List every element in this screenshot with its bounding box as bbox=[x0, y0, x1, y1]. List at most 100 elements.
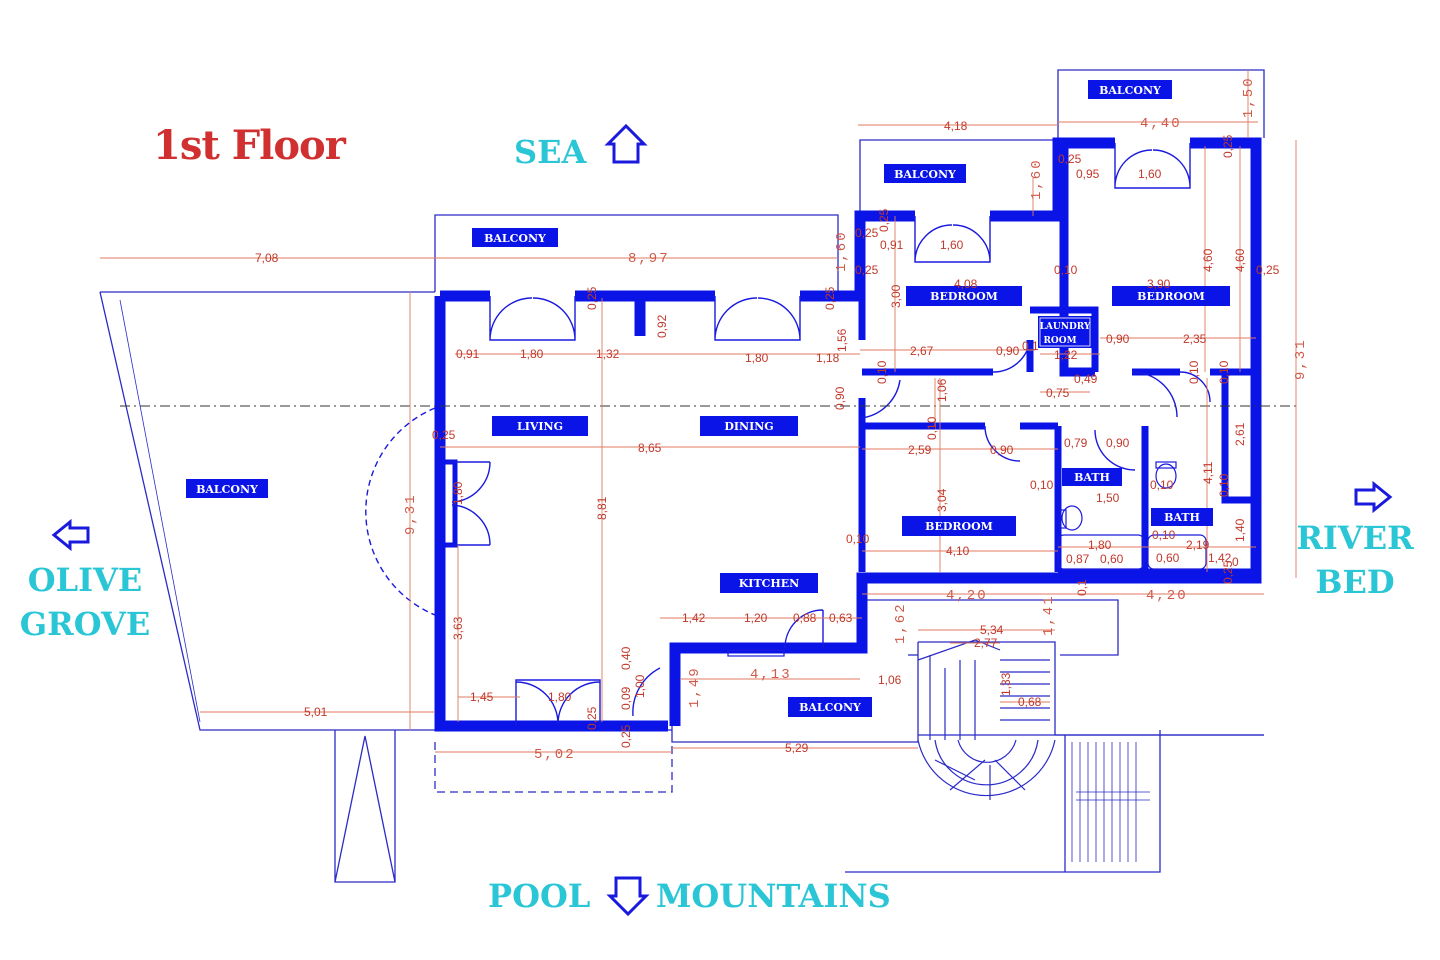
dim-0-60-a: 0,60 bbox=[1100, 552, 1124, 566]
dim-4-08: 4,08 bbox=[954, 277, 978, 291]
dim-2-61: 2,61 bbox=[1233, 422, 1247, 446]
dim-0-49: 0,49 bbox=[1074, 372, 1098, 386]
room-label-laundry: LAUNDRY ROOM bbox=[1038, 316, 1092, 348]
dim-0-60-b: 0,60 bbox=[1156, 551, 1180, 565]
dim-0-10-h: 0,10 bbox=[1217, 473, 1231, 497]
dim-0-25-g: 0,25 bbox=[1058, 152, 1082, 166]
bath-fixtures bbox=[727, 461, 1207, 657]
dim-0-25-a: 0,25 bbox=[432, 428, 456, 442]
room-label-balcony-top: BALCONY bbox=[1088, 80, 1172, 99]
dim-0-10-s: 0,10 bbox=[846, 532, 870, 546]
dim-1-00: 1,00 bbox=[633, 674, 647, 698]
dim-4-18: 4,18 bbox=[944, 119, 968, 133]
dim-0-90-b: 0,90 bbox=[1106, 332, 1130, 346]
room-label-bath-1: BATH bbox=[1062, 468, 1122, 486]
dim-4-20-a: 4,20 bbox=[946, 588, 988, 604]
dim-0-10-e: 0,10 bbox=[925, 416, 939, 440]
dim-0-91-b: 0,91 bbox=[456, 347, 480, 361]
dim-0-25-e: 0,25 bbox=[855, 263, 879, 277]
dim-4-60-b: 4,60 bbox=[1233, 248, 1247, 272]
dim-1-80-d: 1,80 bbox=[451, 481, 465, 505]
dim-1-62: 1,62 bbox=[893, 602, 909, 644]
direction-pool: POOL bbox=[488, 877, 591, 915]
dim-1-60-c: 1,60 bbox=[940, 238, 964, 252]
dim-7-08: 7,08 bbox=[255, 251, 279, 265]
dim-1-60-b: 1,60 bbox=[834, 230, 850, 272]
dim-0-40: 0,40 bbox=[619, 646, 633, 670]
room-label-kitchen: KITCHEN bbox=[720, 573, 818, 593]
dim-4-60-a: 4,60 bbox=[1201, 248, 1215, 272]
arrow-left-icon bbox=[51, 518, 90, 552]
dim-5-34: 5,34 bbox=[980, 623, 1004, 637]
dim-3-04: 3,04 bbox=[935, 488, 949, 512]
svg-text:BALCONY: BALCONY bbox=[196, 483, 258, 496]
dim-0-09: 0,09 bbox=[619, 686, 633, 710]
room-label-bedroom-2: BEDROOM bbox=[1112, 286, 1230, 306]
dim-1-60-a: 1,60 bbox=[1029, 158, 1045, 200]
dim-0-10-f: 0,10 bbox=[1187, 360, 1201, 384]
dim-0-90-e: 0,90 bbox=[1106, 436, 1130, 450]
dim-0-10-b: 0,10 bbox=[1152, 528, 1176, 542]
dim-4-11: 4,11 bbox=[1201, 461, 1215, 484]
dim-0-25-l: 0,25 bbox=[1221, 560, 1235, 584]
dim-5-01: 5,01 bbox=[304, 705, 328, 719]
dim-1-22: 1,22 bbox=[1054, 348, 1078, 362]
arrow-down-icon bbox=[606, 876, 650, 917]
room-label-balcony-north: BALCONY bbox=[472, 228, 558, 247]
dim-8-97: 8,97 bbox=[628, 251, 670, 267]
dim-1-42-a: 1,42 bbox=[1208, 551, 1232, 565]
dim-1-32: 1,32 bbox=[596, 347, 620, 361]
direction-sea: SEA bbox=[514, 133, 587, 171]
svg-text:BALCONY: BALCONY bbox=[1099, 84, 1161, 97]
dim-0-10: 0,10 bbox=[1030, 478, 1054, 492]
dim-0-79: 0,79 bbox=[1064, 436, 1088, 450]
dim-8-81: 8,81 bbox=[595, 496, 609, 520]
dim-0-1-b: 0,1 bbox=[1075, 579, 1089, 596]
dim-1-80-c: 1,80 bbox=[1088, 538, 1112, 552]
dim-4-10: 4,10 bbox=[946, 544, 970, 558]
dim-0-63: 0,63 bbox=[829, 611, 853, 625]
direction-mountains: MOUNTAINS bbox=[656, 877, 891, 915]
arrow-up-icon bbox=[604, 123, 648, 164]
room-labels: BALCONY BALCONY BALCONY BALCONY BALCONY … bbox=[186, 80, 1230, 717]
dim-1-60-d: 1,60 bbox=[1138, 167, 1162, 181]
svg-text:BEDROOM: BEDROOM bbox=[925, 520, 993, 533]
dim-0-25-j: 0,25 bbox=[585, 706, 599, 730]
dim-0-25-f: 0,25 bbox=[855, 226, 879, 240]
dim-3-00: 3,00 bbox=[889, 284, 903, 308]
dim-4-20-b: 4,20 bbox=[1146, 588, 1188, 604]
floor-title: 1st Floor bbox=[153, 122, 346, 169]
dim-9-31-b: 9,31 bbox=[1293, 338, 1309, 380]
svg-text:BALCONY: BALCONY bbox=[894, 168, 956, 181]
dim-2-59: 2,59 bbox=[908, 443, 932, 457]
dim-0-88: 0,88 bbox=[793, 611, 817, 625]
svg-text:ROOM: ROOM bbox=[1043, 336, 1076, 346]
svg-text:BATH: BATH bbox=[1074, 471, 1110, 484]
dim-0-10-c: 0,10 bbox=[1150, 478, 1174, 492]
dim-0-87: 0,87 bbox=[1066, 552, 1090, 566]
svg-text:BALCONY: BALCONY bbox=[799, 701, 861, 714]
room-label-living: LIVING bbox=[492, 416, 588, 436]
dim-1-20: 1,20 bbox=[744, 611, 768, 625]
dim-1-18: 1,18 bbox=[816, 351, 840, 365]
dim-1-50-b: 1,50 bbox=[1096, 491, 1120, 505]
svg-text:LAUNDRY: LAUNDRY bbox=[1040, 322, 1091, 332]
dim-2-77: 2,77 bbox=[974, 636, 998, 650]
room-label-bedroom-3: BEDROOM bbox=[902, 516, 1016, 536]
dim-1-41: 1,41 bbox=[1041, 594, 1057, 636]
dimension-lines bbox=[100, 70, 1297, 753]
dim-0-92: 0,92 bbox=[655, 314, 669, 338]
svg-text:BALCONY: BALCONY bbox=[484, 232, 546, 245]
dim-1-45: 1,45 bbox=[470, 690, 494, 704]
dim-0-25-b: 0,25 bbox=[585, 286, 599, 310]
room-label-balcony-west: BALCONY bbox=[186, 479, 268, 498]
dim-1-80-a: 1,80 bbox=[520, 347, 544, 361]
svg-text:KITCHEN: KITCHEN bbox=[739, 577, 799, 590]
dimension-labels: 7,08 8,97 4,18 4,40 1,50 1,60 1,60 1,60 … bbox=[255, 76, 1309, 763]
dim-0-90-d: 0,90 bbox=[990, 443, 1014, 457]
dim-1-06-a: 1,06 bbox=[935, 378, 949, 402]
doors bbox=[365, 143, 1211, 726]
